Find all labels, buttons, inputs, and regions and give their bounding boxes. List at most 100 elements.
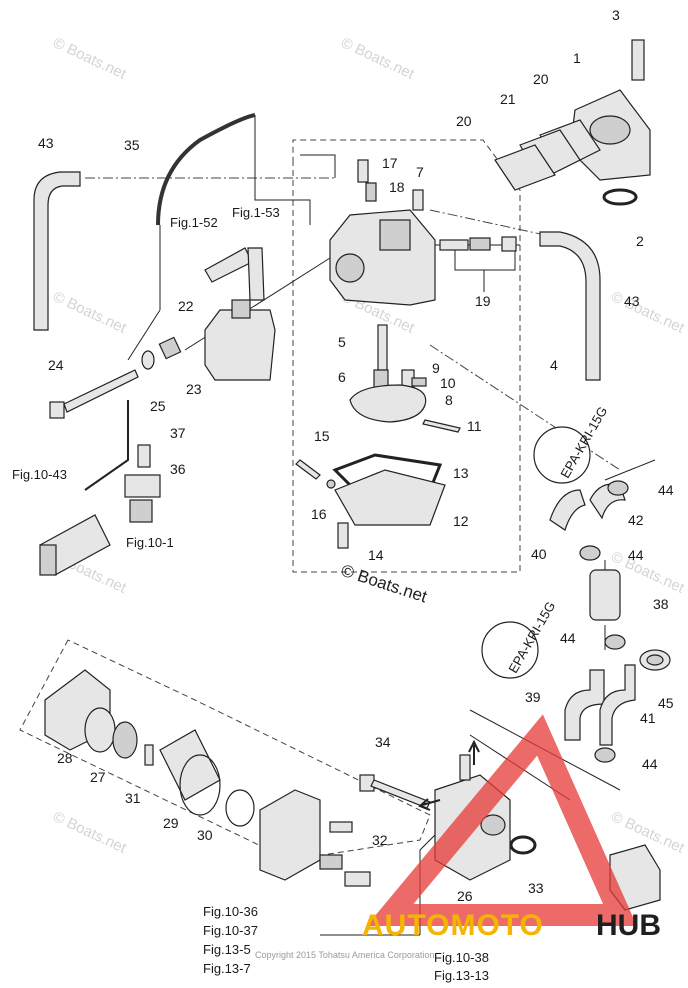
spring-18[interactable] (365, 182, 377, 202)
callout-8: 8 (445, 392, 453, 408)
callout-28: 28 (57, 750, 73, 766)
callout-7: 7 (416, 164, 424, 180)
flow-arrow-up (468, 739, 480, 765)
callout-19: 19 (475, 293, 491, 309)
hose-fig1-53[interactable] (247, 247, 265, 301)
fig10-43-bracket (39, 514, 111, 576)
callout-25: 25 (150, 398, 166, 414)
callout-23: 23 (186, 381, 202, 397)
center-watermark: © Boats.net (339, 561, 430, 607)
throttle-cable-35[interactable] (156, 113, 256, 226)
bolt-3[interactable] (631, 39, 645, 81)
carburetor-body[interactable] (329, 209, 436, 306)
epa-tag-lower: EPA-KRI-15G (481, 599, 558, 679)
check-valve[interactable] (344, 871, 371, 887)
callout-43: 43 (624, 293, 640, 309)
watermark: © Boats.net (50, 288, 129, 337)
clip-44-c[interactable] (604, 634, 626, 650)
callout-44: 44 (560, 630, 576, 646)
callout-32: 32 (372, 832, 388, 848)
bolt-34[interactable] (359, 774, 431, 809)
epa-tag-upper: EPA-KRI-15G (533, 404, 610, 484)
washer-25[interactable] (141, 350, 155, 370)
callout-2: 2 (636, 233, 644, 249)
elbow-hose-fig1-52[interactable] (204, 247, 253, 283)
ref-fig10-36: Fig.10-36 (203, 904, 258, 919)
callout-31: 31 (125, 790, 141, 806)
collar-23[interactable] (158, 336, 182, 360)
ref-fig13-5: Fig.13-5 (203, 942, 251, 957)
valve-spring[interactable] (319, 854, 343, 870)
callout-9: 9 (432, 360, 440, 376)
fuel-hose-39[interactable] (564, 669, 605, 741)
callout-43: 43 (38, 135, 54, 151)
diaphragm-27[interactable] (84, 707, 116, 753)
watermark: © Boats.net (50, 34, 129, 83)
pump-cover[interactable] (259, 789, 321, 881)
callout-18: 18 (389, 179, 405, 195)
main-nozzle-5[interactable] (377, 324, 388, 371)
brand-prefix: AUTOMOTO (362, 909, 544, 942)
fuel-filter-38[interactable] (589, 569, 621, 621)
assembly-boundaries (19, 139, 521, 861)
screw-15[interactable] (295, 459, 321, 480)
callout-35: 35 (124, 137, 140, 153)
callout-20: 20 (456, 113, 472, 129)
callout-1: 1 (573, 50, 581, 66)
brand-triangle-icon (366, 714, 637, 926)
screw-17[interactable] (357, 159, 369, 183)
pilot-screw-7[interactable] (412, 189, 424, 211)
float-8[interactable] (349, 384, 427, 423)
callout-44: 44 (642, 756, 658, 772)
grommet-45[interactable] (639, 649, 671, 671)
callout-33: 33 (528, 880, 544, 896)
ref-fig10-38: Fig.10-38 (434, 950, 489, 965)
callout-21: 21 (500, 91, 516, 107)
ref-fig10-43: Fig.10-43 (12, 467, 67, 482)
fuel-hose-41[interactable] (599, 664, 636, 746)
screw-14[interactable] (337, 522, 349, 549)
diaphragm-plate-29[interactable] (159, 729, 221, 801)
fuel-hose-40[interactable] (549, 489, 586, 531)
clip-44-a[interactable] (607, 480, 629, 496)
screw-31[interactable] (144, 744, 154, 766)
ref-fig1-53: Fig.1-53 (232, 205, 280, 220)
flow-arrow-left (418, 798, 441, 811)
o-ring-2[interactable] (602, 188, 638, 206)
gasket-20-b[interactable] (494, 144, 556, 191)
screw-32[interactable] (329, 821, 353, 833)
clip-44-b[interactable] (579, 545, 601, 561)
spring-set[interactable] (225, 789, 255, 827)
drain-screw-11[interactable] (422, 419, 461, 433)
bolt-24[interactable] (49, 369, 139, 419)
callout-16: 16 (311, 506, 327, 522)
fuel-pump-assembly-box (19, 639, 431, 861)
callout-10: 10 (440, 375, 456, 391)
fuel-hose-43-right[interactable] (539, 231, 601, 381)
cable-clamp-36[interactable] (124, 474, 161, 523)
ref-fig1-52: Fig.1-52 (170, 215, 218, 230)
gasket-30[interactable] (179, 754, 221, 816)
o-ring-33[interactable] (509, 835, 537, 855)
callout-39: 39 (525, 689, 541, 705)
copyright-text: Copyright 2015 Tohatsu America Corporati… (255, 950, 434, 960)
o-ring-16[interactable] (326, 479, 336, 489)
watermark: © Boats.net (338, 34, 417, 83)
callout-45: 45 (658, 695, 674, 711)
valve-plate[interactable] (112, 721, 138, 759)
callout-15: 15 (314, 428, 330, 444)
callout-4: 4 (550, 357, 558, 373)
choke-bracket-22[interactable] (204, 299, 276, 381)
float-pin-10[interactable] (411, 377, 427, 387)
float-chamber-12[interactable] (334, 469, 446, 526)
idle-screw-set-19[interactable] (439, 236, 517, 252)
callout-38: 38 (653, 596, 669, 612)
callout-24: 24 (48, 357, 64, 373)
callout-17: 17 (382, 155, 398, 171)
clip-44-d[interactable] (594, 747, 616, 763)
screw-37[interactable] (137, 444, 151, 468)
fuel-hose-43-left[interactable] (33, 171, 81, 331)
intake-manifold-1[interactable] (569, 89, 651, 181)
callout-30: 30 (197, 827, 213, 843)
